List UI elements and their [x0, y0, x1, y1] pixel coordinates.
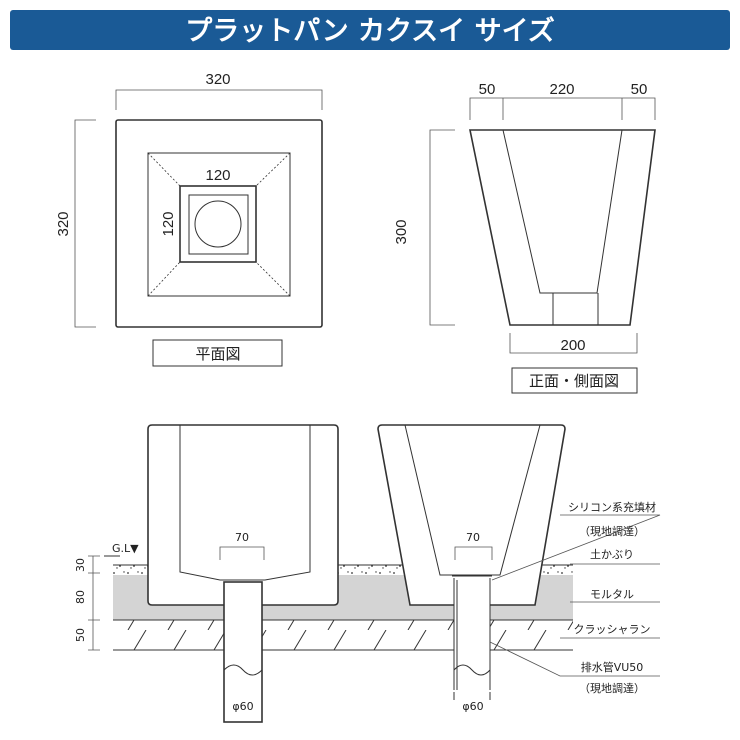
callout-mortar: モルタル	[590, 588, 634, 601]
front-height-dimension: 300	[393, 219, 410, 244]
left-pipe-diameter: φ60	[232, 700, 253, 713]
soil-layer	[113, 565, 573, 575]
crusher-run-layer	[113, 620, 573, 650]
left-opening-dimension: 70	[235, 531, 249, 544]
front-bottom-dimension: 200	[560, 337, 585, 354]
front-view: 50 220 50 300 200 正面・側面図	[393, 81, 656, 394]
inner-width-dimension: 120	[205, 167, 230, 184]
front-top-right-dimension: 50	[631, 81, 648, 98]
mortar-depth: 80	[74, 590, 87, 604]
callout-sealant-note: （現地調達）	[579, 524, 645, 538]
title-banner: プラットパン カクスイ サイズ	[10, 10, 730, 50]
page-title: プラットパン カクスイ サイズ	[185, 15, 555, 47]
right-pipe-diameter: φ60	[462, 700, 483, 713]
plan-depth-dimension: 320	[55, 211, 72, 236]
callout-soil: 土かぶり	[590, 548, 634, 561]
crusher-run-depth: 50	[74, 628, 87, 642]
plan-view: 320 320 120 120 平面図	[55, 71, 323, 367]
callout-crusher-run: クラッシャラン	[574, 623, 651, 636]
plan-width-dimension: 320	[205, 71, 230, 88]
front-top-left-dimension: 50	[479, 81, 496, 98]
section-view: 70 φ60 70 φ60 G.L▼ 30 80 50 シリコン系充填材 （現地…	[74, 424, 661, 723]
front-top-middle-dimension: 220	[549, 81, 574, 98]
ground-level-marker: G.L▼	[112, 542, 139, 555]
callout-sealant: シリコン系充填材	[568, 500, 656, 514]
callout-drain-pipe: 排水管VU50	[581, 660, 644, 674]
plan-view-label: 平面図	[195, 346, 240, 363]
callout-drain-pipe-note: （現地調達）	[579, 681, 645, 695]
right-opening-dimension: 70	[466, 531, 480, 544]
front-view-label: 正面・側面図	[529, 373, 619, 390]
soil-depth: 30	[74, 558, 87, 572]
inner-depth-dimension: 120	[160, 211, 177, 236]
